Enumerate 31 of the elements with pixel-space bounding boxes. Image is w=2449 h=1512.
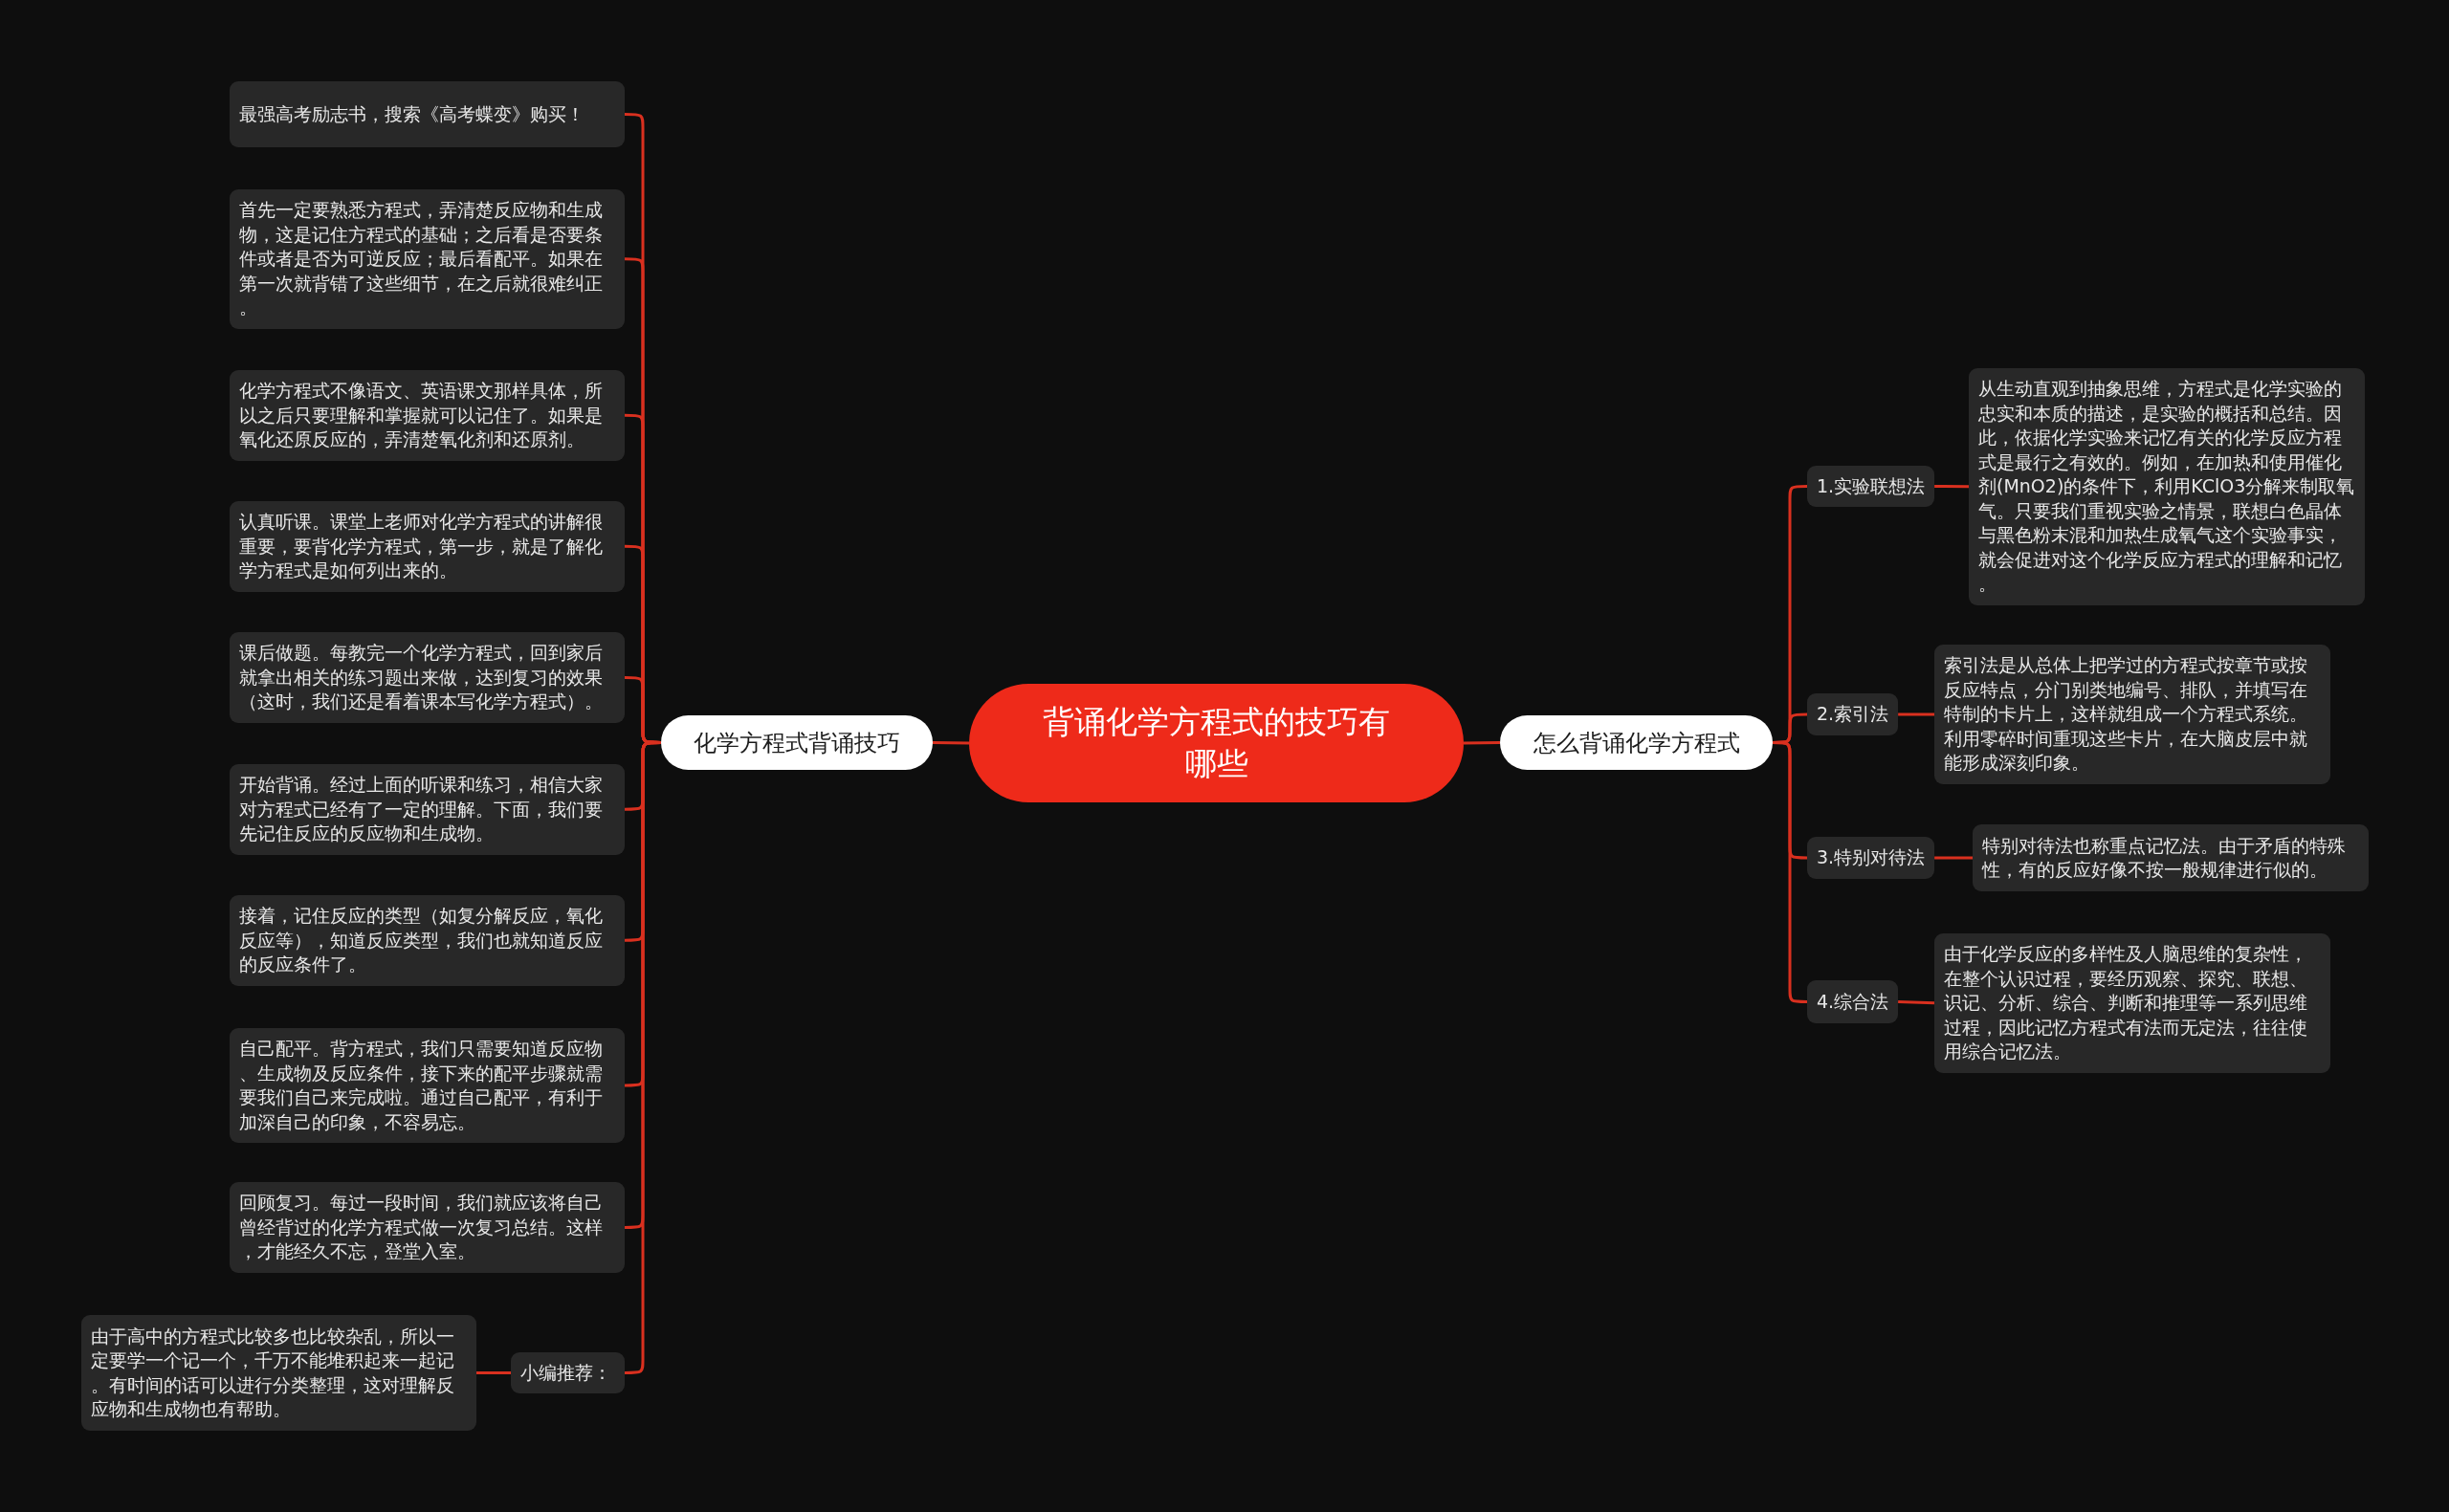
connector-line xyxy=(932,741,970,745)
note-card: 由于化学反应的多样性及人脑思维的复杂性，在整个认识过程，要经历观察、探究、联想、识记、分析、综合、判断和推理等一系列思维过程，因此记忆方程式有法而无定法，往往使用综合记忆法。 xyxy=(1934,933,2330,1073)
note-card: 特别对待法也称重点记忆法。由于矛盾的特殊性，有的反应好像不按一般规律进行似的。 xyxy=(1973,824,2369,891)
note-card: 课后做题。每教完一个化学方程式，回到家后就拿出相关的练习题出来做，达到复习的效果（这时，我们还是看着课本写化学方程式）。 xyxy=(230,632,625,723)
subtopic-label: 1.实验联想法 xyxy=(1807,466,1935,507)
central-topic: 背诵化学方程式的技巧有哪些 xyxy=(969,684,1464,802)
connector-line xyxy=(625,741,661,1374)
note-card: 开始背诵。经过上面的听课和练习，相信大家对方程式已经有了一定的理解。下面，我们要先记住反应的反应物和生成物。 xyxy=(230,764,625,855)
connector-line xyxy=(1773,741,1807,1003)
branch-topic: 怎么背诵化学方程式 xyxy=(1500,715,1773,770)
connector-line xyxy=(1934,485,1969,489)
note-card: 自己配平。背方程式，我们只需要知道反应物、生成物及反应条件，接下来的配平步骤就需要我们自己来完成啦。通过自己配平，有利于加深自己的印象，不容易忘。 xyxy=(230,1028,625,1143)
connector-line xyxy=(1934,856,1973,860)
note-card: 化学方程式不像语文、英语课文那样具体，所以之后只要理解和掌握就可以记住了。如果是氧化还原反应的，弄清楚氧化剂和还原剂。 xyxy=(230,370,625,461)
connector-line xyxy=(1898,1000,1935,1005)
subtopic-label: 4.综合法 xyxy=(1807,980,1899,1023)
connector-line xyxy=(1463,741,1501,745)
subtopic-label: 2.索引法 xyxy=(1807,693,1899,735)
subtopic-label: 小编推荐： xyxy=(511,1352,625,1393)
connector-line xyxy=(476,1371,511,1374)
note-card: 索引法是从总体上把学过的方程式按章节或按反应特点，分门别类地编号、排队，并填写在特制的卡片上，这样就组成一个方程式系统。利用零碎时间重现这些卡片，在大脑皮层中就能形成深刻印象。 xyxy=(1934,645,2330,784)
note-card: 回顾复习。每过一段时间，我们就应该将自己曾经背过的化学方程式做一次复习总结。这样，才能经久不忘，登堂入室。 xyxy=(230,1182,625,1273)
note-card: 接着，记住反应的类型（如复分解反应，氧化反应等），知道反应类型，我们也就知道反应的反应条件了。 xyxy=(230,895,625,986)
note-card: 由于高中的方程式比较多也比较杂乱，所以一定要学一个记一个，千万不能堆积起来一起记。有时间的话可以进行分类整理，这对理解反应物和生成物也有帮助。 xyxy=(81,1315,476,1431)
note-card: 从生动直观到抽象思维，方程式是化学实验的忠实和本质的描述，是实验的概括和总结。因此，依据化学实验来记忆有关的化学反应方程式是最行之有效的。例如，在加热和使用催化剂(MnO2)的条件下，利用KClO3分解来制取氧气。只要我们重视实验之情景，联想白色晶体与黑色粉末混和加热生成氧气这个实验事实，就会促进对这个化学反应方程式的理解和记忆。 xyxy=(1969,368,2365,605)
branch-topic: 化学方程式背诵技巧 xyxy=(661,715,933,770)
connector-line xyxy=(1898,712,1934,716)
subtopic-label: 3.特别对待法 xyxy=(1807,837,1935,879)
note-card: 最强高考励志书，搜索《高考蝶变》购买！ xyxy=(230,81,625,147)
note-card: 认真听课。课堂上老师对化学方程式的讲解很重要，要背化学方程式，第一步，就是了解化学方程式是如何列出来的。 xyxy=(230,501,625,592)
note-card: 首先一定要熟悉方程式，弄清楚反应物和生成物，这是记住方程式的基础；之后看是否要条件或者是否为可逆反应；最后看配平。如果在第一次就背错了这些细节，在之后就很难纠正。 xyxy=(230,189,625,329)
